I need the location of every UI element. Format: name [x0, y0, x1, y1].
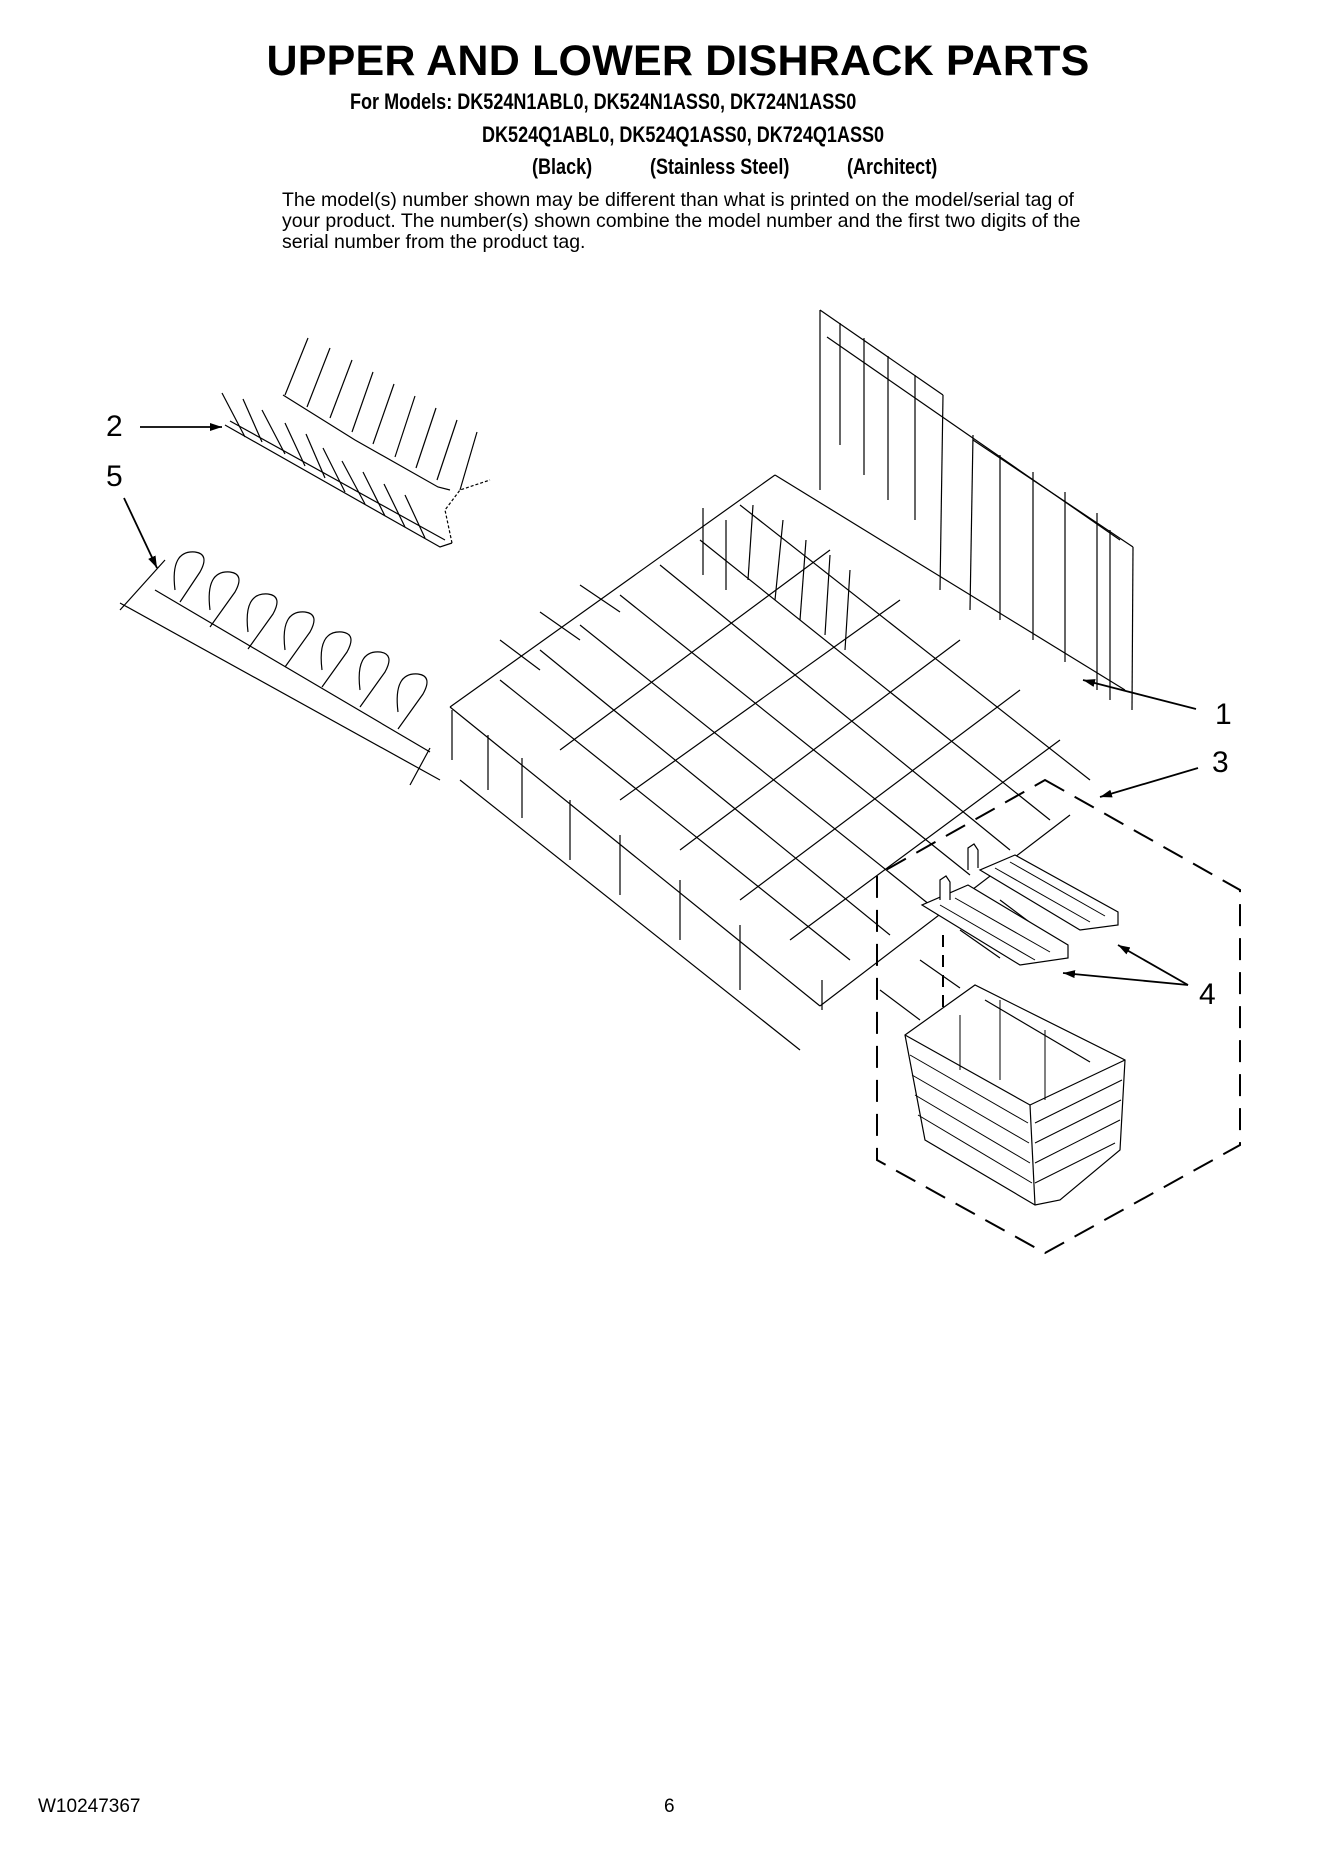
silverware-basket-illustration	[904, 984, 1126, 1206]
callout-number-3: 3	[1212, 746, 1229, 779]
callout-number-2: 2	[106, 410, 123, 443]
callout-number-1: 1	[1215, 698, 1232, 731]
variant-architect: (Architect)	[847, 154, 938, 179]
model-number-disclaimer: The model(s) number shown may be differe…	[282, 189, 1081, 253]
models-line-2: DK524Q1ABL0, DK524Q1ASS0, DK724Q1ASS0	[482, 122, 885, 147]
variant-stainless-steel: (Stainless Steel)	[650, 154, 790, 179]
callout-5-arrow	[123, 497, 158, 569]
part-3-basket-assembly-boundary	[876, 778, 1241, 1255]
callout-4-arrow-b	[1062, 970, 1189, 986]
page-title: UPPER AND LOWER DISHRACK PARTS	[266, 37, 1090, 85]
callout-4-arrow-a	[1117, 944, 1189, 986]
callout-1-arrow	[1082, 679, 1197, 710]
part-4-basket-lid-illustration	[920, 843, 1119, 966]
variant-black: (Black)	[532, 154, 593, 179]
callout-number-5: 5	[106, 460, 123, 493]
part-1-upper-dishrack-illustration	[449, 309, 1134, 1051]
callout-3-arrow	[1099, 767, 1199, 798]
part-5-cup-shelf-illustration	[119, 551, 441, 786]
models-list-1: DK524N1ABL0, DK524N1ASS0, DK724N1ASS0	[457, 89, 857, 114]
callout-number-4: 4	[1199, 978, 1216, 1011]
part-2-tine-row-illustration	[221, 337, 491, 548]
page-number: 6	[664, 1796, 675, 1817]
document-number: W10247367	[38, 1796, 141, 1817]
models-label: For Models:	[350, 89, 453, 114]
callout-arrows	[123, 423, 1199, 986]
models-line-1: For Models: DK524N1ABL0, DK524N1ASS0, DK…	[350, 89, 856, 115]
